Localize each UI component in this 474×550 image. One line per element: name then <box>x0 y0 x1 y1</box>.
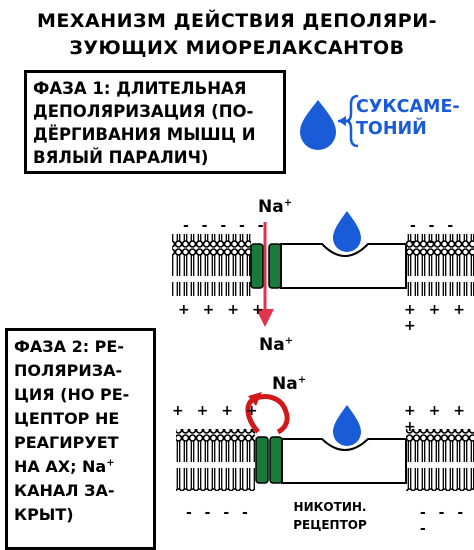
na-channel-2a <box>255 436 269 484</box>
charge-neg-left-1: - - - - - <box>183 218 268 234</box>
phase2-line-5: РЕАГИРУЕТ <box>14 433 119 452</box>
na-ion-label-2: Na+ <box>259 335 293 355</box>
drug-line-1: СУКСАМЕ- <box>356 97 460 117</box>
drug-line-2: ТОНИЙ <box>356 119 427 139</box>
receptor-line-1: НИКОТИН. <box>293 500 367 514</box>
receptor-1 <box>280 243 407 289</box>
bilayer-right-2 <box>406 429 474 491</box>
na-blocked-arrow <box>245 394 290 435</box>
drug-drop-icon <box>300 100 336 150</box>
na-symbol: Na <box>258 197 284 217</box>
na-ion-label-1: Na+ <box>258 197 292 217</box>
na-ion-label-3: Na+ <box>272 374 306 394</box>
charge-pos-right-2: + + + + <box>404 403 469 435</box>
charge-pos-left-2: + + + + <box>172 403 262 419</box>
receptor-line-2: РЕЦЕПТОР <box>293 518 367 532</box>
na-symbol: Na <box>259 335 285 355</box>
phase2-box: ФАЗА 2: РЕ- ПОЛЯРИЗА- ЦИЯ (НО РЕ- ЦЕПТОР… <box>5 328 156 550</box>
bound-drug-drop-2 <box>333 405 361 446</box>
na-channel-1a <box>250 243 264 289</box>
phase1-line-2: ДЕПОЛЯРИЗАЦИЯ (ПО- <box>33 102 254 121</box>
na-charge: + <box>284 335 294 347</box>
charge-neg-right-1: - - - - - <box>410 218 458 250</box>
title-line-1: МЕХАНИЗМ ДЕЙСТВИЯ ДЕПОЛЯРИ- <box>37 10 437 32</box>
title-line-2: ЗУЮЩИХ МИОРЕЛАКСАНТОВ <box>69 37 405 59</box>
na-charge: + <box>283 197 293 209</box>
phase2-na-charge: + <box>106 457 115 469</box>
phase2-line-3: ЦИЯ (НО РЕ- <box>14 385 130 404</box>
phase2-line-8: КРЫТ) <box>14 505 74 524</box>
phase1-line-1: ФАЗА 1: ДЛИТЕЛЬНАЯ <box>33 79 247 98</box>
bound-drug-drop-1 <box>333 211 361 252</box>
phase2-line-4: ЦЕПТОР НЕ <box>14 409 120 428</box>
bilayer-left-2 <box>176 429 255 491</box>
phase2-line-1: ФАЗА 2: РЕ- <box>14 337 124 356</box>
receptor-2 <box>281 438 407 484</box>
succinylcholine-label: СУКСАМЕ- ТОНИЙ <box>356 96 460 140</box>
phase2-line-2: ПОЛЯРИЗА- <box>14 361 123 380</box>
charge-pos-right-1: + + + + <box>404 302 469 334</box>
drug-bracket <box>345 94 359 148</box>
na-channel-2b <box>269 436 283 484</box>
phase2-line-7: КАНАЛ ЗА- <box>14 481 115 500</box>
nicotinic-receptor-label: НИКОТИН. РЕЦЕПТОР <box>290 498 370 534</box>
phase1-line-3: ДЁРГИВАНИЯ МЫШЦ И <box>33 125 256 144</box>
diagram-title: МЕХАНИЗМ ДЕЙСТВИЯ ДЕПОЛЯРИ- ЗУЮЩИХ МИОРЕ… <box>0 8 474 62</box>
charge-pos-left-1: + + + + <box>178 302 268 318</box>
phase1-line-4: ВЯЛЫЙ ПАРАЛИЧ) <box>33 148 209 167</box>
phase1-box: ФАЗА 1: ДЛИТЕЛЬНАЯ ДЕПОЛЯРИЗАЦИЯ (ПО- ДЁ… <box>24 70 286 174</box>
na-blocked-arrowhead <box>248 392 262 406</box>
phase2-line-6: НА АХ; Na+ <box>14 455 147 479</box>
na-symbol: Na <box>272 374 298 394</box>
charge-neg-right-2: - - - - <box>420 505 468 537</box>
drug-pointer-head <box>338 116 346 126</box>
charge-neg-left-2: - - - - <box>186 505 252 521</box>
na-channel-1b <box>268 243 282 289</box>
bilayer-left-1 <box>172 234 251 296</box>
phase2-line-6-text: НА АХ; Na <box>14 457 107 476</box>
na-charge: + <box>297 374 307 386</box>
bilayer-right-1 <box>406 234 474 296</box>
